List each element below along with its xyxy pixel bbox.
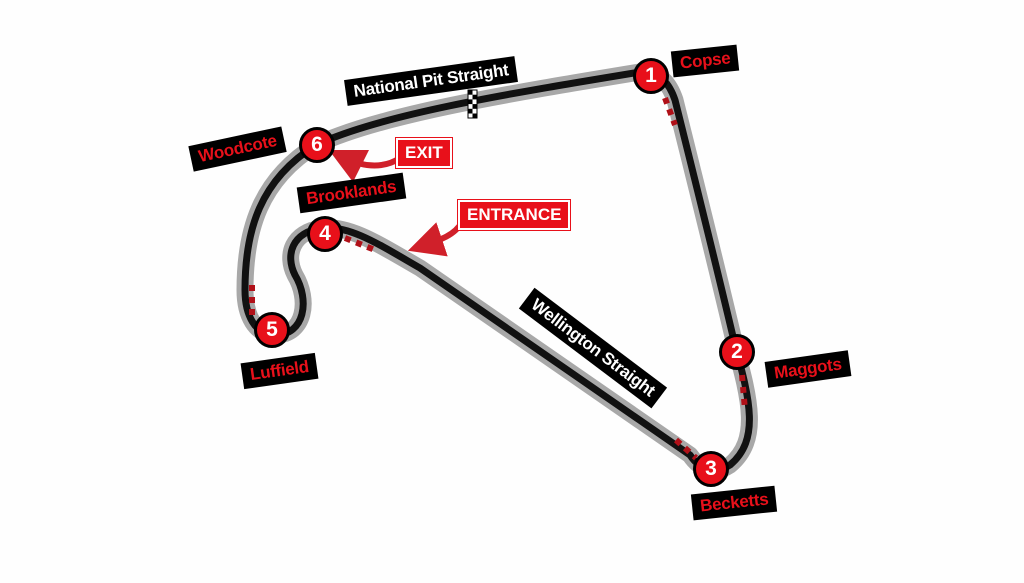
turn-marker-3: 3 <box>693 451 729 487</box>
exit-callout: EXIT <box>396 138 452 168</box>
entrance-arrow <box>407 220 465 257</box>
turn-marker-4: 4 <box>307 216 343 252</box>
entrance-callout: ENTRANCE <box>458 200 571 230</box>
kerbs <box>249 96 748 461</box>
turn-marker-2: 2 <box>719 334 755 370</box>
turn-marker-5: 5 <box>254 312 290 348</box>
exit-arrow <box>328 149 402 183</box>
start-finish-line <box>467 89 478 119</box>
turn-marker-1: 1 <box>633 58 669 94</box>
turn-marker-6: 6 <box>299 127 335 163</box>
